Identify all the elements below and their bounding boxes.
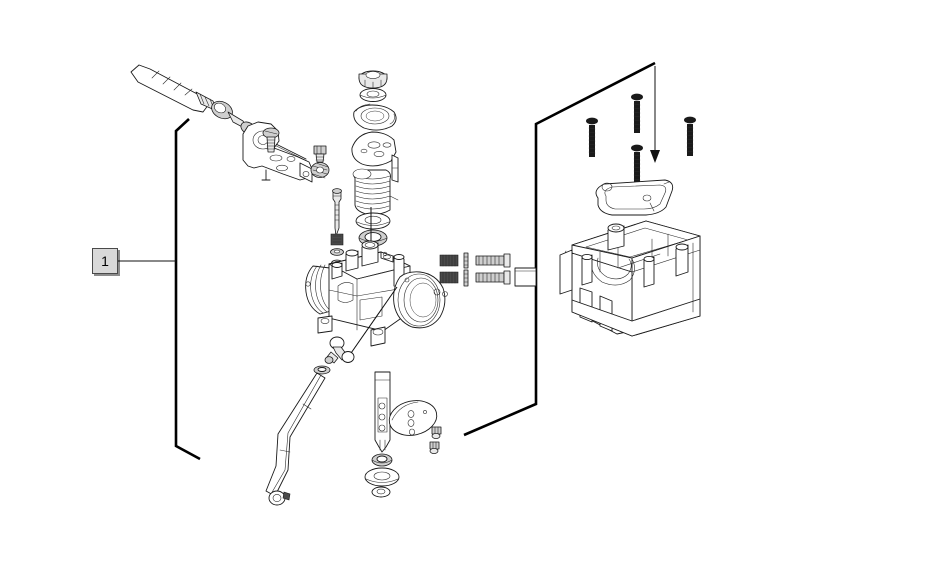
drain-hose [265, 372, 326, 497]
float-screw [431, 426, 442, 439]
bracket-left [174, 118, 201, 461]
top-cap-washer [359, 88, 387, 102]
float-bowl-gasket [595, 179, 674, 216]
mixture-screw-leader [348, 286, 398, 357]
throttle-return-spring [352, 168, 399, 215]
spring-seat-washer [355, 212, 391, 230]
mixture-screw-oring [313, 365, 331, 375]
callout-1-label: 1 [101, 253, 109, 269]
pilot-screw [463, 269, 469, 287]
arrow-bowl-screws [650, 66, 660, 163]
bracket-bolt-upper [313, 145, 327, 163]
pilot-screw [463, 252, 469, 269]
bracket-screw [262, 127, 280, 153]
main-jet [475, 270, 511, 285]
float [388, 400, 438, 436]
float-bowl-screw [631, 144, 643, 182]
pilot-jet [439, 254, 459, 267]
carburetor-body [305, 240, 448, 347]
jet-block [514, 267, 537, 287]
main-jet [475, 253, 511, 268]
float-bowl-screw [631, 93, 643, 133]
callout-1[interactable]: 1 [92, 248, 118, 274]
float-bowl-screw [684, 116, 696, 156]
pilot-jet [439, 271, 459, 284]
float-bowl [559, 220, 701, 337]
bracket-right [463, 61, 656, 437]
float-bowl-screw [586, 117, 598, 157]
needle-washer [330, 248, 344, 256]
top-cap-gasket [353, 103, 397, 131]
bracket-bolt-lower [310, 162, 330, 179]
needle-clip [330, 233, 344, 246]
throttle-valve-plate [351, 131, 399, 183]
needle-jet-holder [374, 371, 391, 453]
bowl-drain-gasket [371, 486, 391, 498]
jet-needle [332, 188, 342, 237]
idle-mixture-screw [324, 336, 355, 364]
float-screw [429, 441, 440, 454]
bowl-drain-washer [364, 467, 400, 487]
top-cap-nut [358, 70, 388, 89]
hose-clamp [268, 490, 291, 506]
throttle-cable-assembly [130, 64, 308, 162]
bowl-drain-plug [371, 453, 393, 467]
